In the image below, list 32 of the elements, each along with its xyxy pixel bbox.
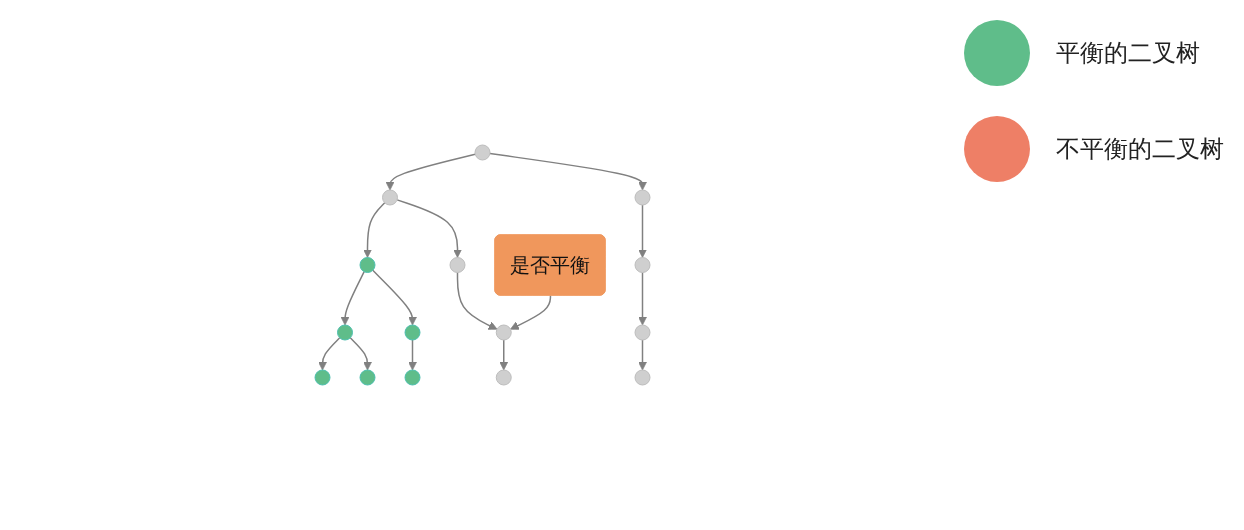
legend-label: 不平衡的二叉树: [1056, 134, 1224, 165]
node-circle: [634, 189, 650, 206]
node-circle: [634, 369, 650, 386]
node-circle: [495, 369, 512, 386]
node-circle: [314, 369, 330, 386]
arrow: [349, 337, 372, 371]
arrow: [488, 152, 647, 191]
arrow: [407, 339, 417, 371]
node-circle: [404, 324, 420, 341]
node-circle: [495, 324, 512, 341]
node-circle: [381, 189, 398, 206]
arrow: [456, 271, 497, 330]
arrow: [317, 337, 340, 371]
node-circle: [449, 257, 465, 273]
node-circle: [634, 324, 650, 341]
node-circle: [634, 257, 650, 273]
arrow: [637, 204, 647, 258]
arrow: [340, 270, 365, 326]
arrow: [498, 339, 508, 371]
node-circle: [404, 369, 420, 386]
arrow: [385, 153, 476, 191]
arrow: [637, 271, 647, 326]
node-circle: [336, 324, 353, 341]
legend-label: 平衡的二叉树: [1056, 38, 1200, 69]
arrow: [509, 294, 551, 330]
node-circle: [359, 257, 375, 273]
arrow: [371, 269, 417, 326]
node-circle: [474, 144, 490, 161]
node-circle: [359, 369, 375, 386]
arrow: [637, 339, 647, 371]
arrow: [395, 199, 462, 258]
arrow: [362, 202, 385, 258]
